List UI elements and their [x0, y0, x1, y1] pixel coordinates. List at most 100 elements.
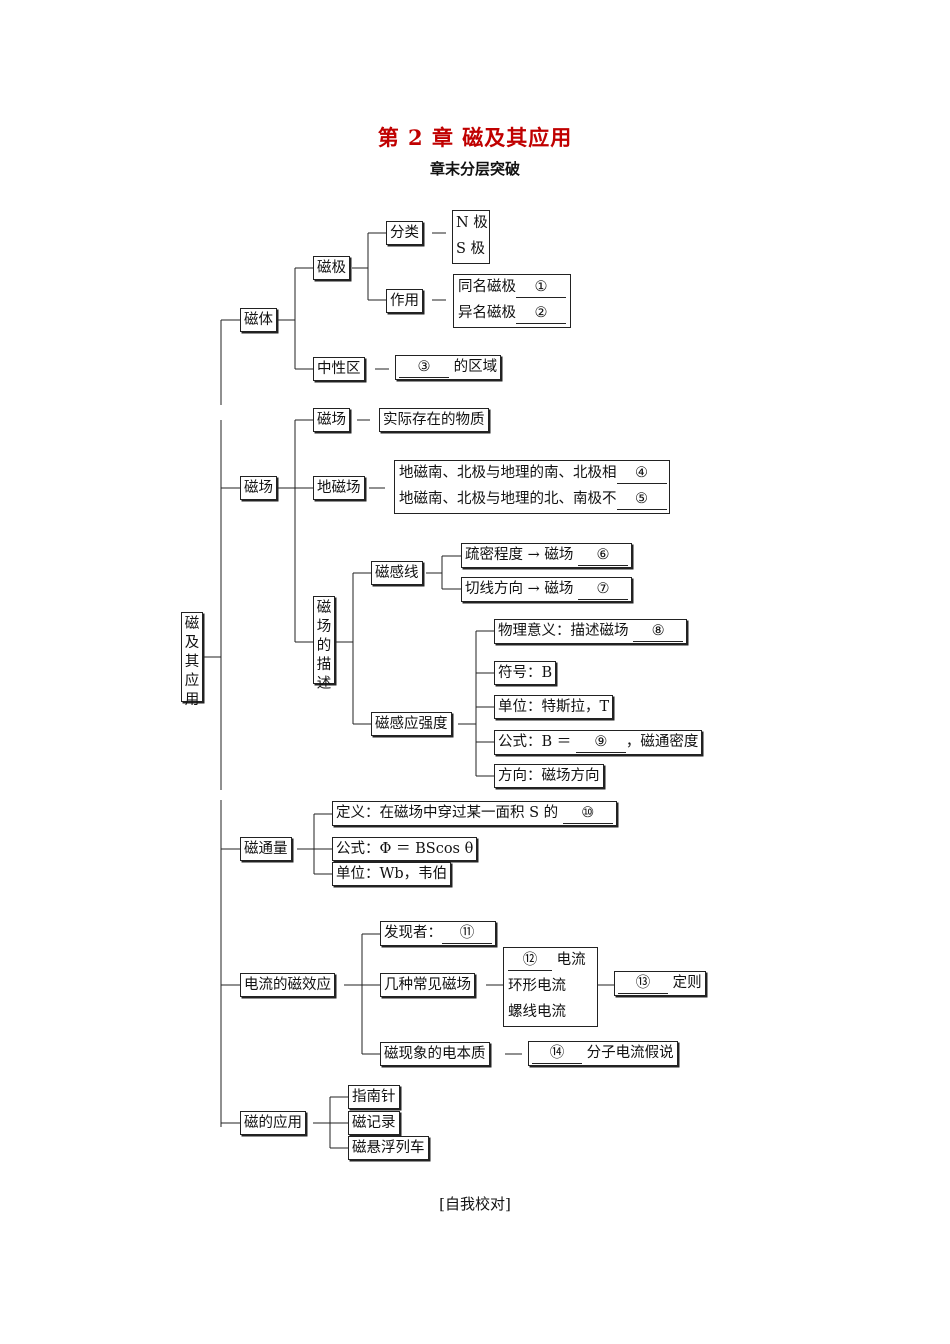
root-node: 磁及其应用: [181, 612, 203, 708]
action-node: 作用: [386, 289, 423, 313]
flux-definition-text: 定义：在磁场中穿过某一面积 S 的: [336, 805, 559, 821]
neutral-region-text: 的区域: [453, 359, 498, 375]
earth-field-label: 地磁场: [317, 480, 361, 496]
essence-label: 磁现象的电本质: [384, 1046, 486, 1062]
section-subtitle: 章末分层突破: [429, 160, 520, 178]
blank-4: ④: [616, 464, 667, 484]
flux-formula-box: 公式：Φ ＝ BScos θ: [332, 837, 478, 861]
blank-12: ⑫: [508, 951, 552, 971]
rule-text: 定则: [672, 975, 702, 991]
action-label: 作用: [390, 293, 419, 309]
flux-node: 磁通量: [240, 837, 292, 861]
blank-7: ⑦: [577, 580, 628, 600]
pole-types-box: N 极 S 极: [452, 210, 490, 264]
self-check-footer: [自我校对]: [439, 1195, 511, 1213]
direction-box: 方向：磁场方向: [494, 764, 604, 788]
field-lines-node: 磁感线: [371, 561, 423, 585]
chapter-title: 第 2 章 磁及其应用: [377, 125, 573, 150]
neutral-node: 中性区: [313, 357, 365, 381]
s-pole-text: S 极: [456, 241, 486, 257]
blank-10: ⑩: [562, 804, 613, 824]
current-effect-label: 电流的磁效应: [244, 977, 331, 993]
classify-node: 分类: [386, 221, 423, 245]
unit-box: 单位：特斯拉，T: [494, 695, 614, 719]
blank-6: ⑥: [577, 546, 628, 566]
blank-5: ⑤: [616, 490, 667, 510]
blank-8: ⑧: [633, 622, 684, 642]
real-matter-text: 实际存在的物质: [383, 412, 485, 428]
neutral-region-box: ③ 的区域: [395, 355, 502, 380]
same-poles-text: 同名磁极: [458, 279, 516, 295]
application-label: 磁的应用: [244, 1115, 302, 1131]
neutral-label: 中性区: [317, 361, 361, 377]
formula-prefix: 公式：B ＝: [498, 734, 572, 750]
meaning-text: 物理意义：描述磁场: [498, 623, 629, 639]
meaning-box: 物理意义：描述磁场 ⑧: [494, 619, 688, 644]
earth-text-2: 地磁南、北极与地理的北、南极不: [399, 491, 617, 507]
blank-14: ⑭: [532, 1044, 582, 1064]
blank-3: ③: [399, 358, 449, 378]
maglev-text: 磁悬浮列车: [352, 1140, 425, 1156]
magnet-node: 磁体: [240, 308, 277, 332]
field-lines-label: 磁感线: [375, 565, 419, 581]
symbol-box: 符号：B: [494, 661, 557, 685]
common-fields-label: 几种常见磁场: [384, 977, 471, 993]
common-fields-node: 几种常见磁场: [380, 973, 475, 997]
diff-poles-text: 异名磁极: [458, 305, 516, 321]
magnet-label: 磁体: [244, 312, 273, 328]
field-sub-label: 磁场: [317, 412, 346, 428]
blank-9: ⑨: [575, 733, 626, 753]
intensity-label: 磁感应强度: [375, 716, 448, 732]
n-pole-text: N 极: [456, 215, 488, 231]
straight-current-line: ⑫ 电流: [508, 948, 593, 974]
current-effect-node: 电流的磁效应: [240, 973, 335, 997]
field-description-label: 磁场的描述: [316, 600, 332, 692]
blank-1: ①: [516, 278, 566, 298]
application-node: 磁的应用: [240, 1111, 306, 1135]
essence-node: 磁现象的电本质: [380, 1042, 490, 1066]
flux-formula-text: 公式：Φ ＝ BScos θ: [336, 841, 474, 857]
root-label: 磁及其应用: [184, 616, 200, 708]
flux-label: 磁通量: [244, 841, 288, 857]
poles-node: 磁极: [313, 256, 350, 280]
direction-text: 方向：磁场方向: [498, 768, 600, 784]
flux-definition-box: 定义：在磁场中穿过某一面积 S 的 ⑩: [332, 801, 617, 826]
magnetic-recording-text: 磁记录: [352, 1115, 396, 1131]
field-label: 磁场: [244, 480, 273, 496]
real-matter-box: 实际存在的物质: [379, 408, 489, 432]
application-item: 磁悬浮列车: [348, 1136, 429, 1160]
application-item: 磁记录: [348, 1111, 400, 1135]
tangent-box: 切线方向 → 磁场 ⑦: [461, 577, 632, 602]
density-text: 疏密程度 → 磁场: [465, 547, 574, 563]
earth-field-node: 地磁场: [313, 476, 365, 500]
application-item: 指南针: [348, 1085, 400, 1109]
flux-unit-text: 单位：Wb，韦伯: [336, 866, 448, 882]
blank-13: ⑬: [618, 974, 668, 994]
essence-text: 分子电流假说: [586, 1045, 674, 1061]
discoverer-box: 发现者：⑪: [380, 921, 496, 946]
formula-box: 公式：B ＝ ⑨，磁通密度: [494, 730, 703, 755]
rule-box: ⑬ 定则: [614, 971, 706, 996]
formula-suffix: ，磁通密度: [625, 734, 699, 750]
straight-current-text: 电流: [556, 952, 586, 968]
field-sub-node: 磁场: [313, 408, 350, 432]
blank-2: ②: [516, 304, 566, 324]
blank-11: ⑪: [442, 924, 492, 944]
current-types-box: ⑫ 电流 环形电流 螺线电流: [503, 947, 598, 1027]
classify-label: 分类: [390, 225, 419, 241]
density-box: 疏密程度 → 磁场 ⑥: [461, 543, 632, 568]
field-node: 磁场: [240, 476, 277, 500]
solenoid-current-text: 螺线电流: [508, 1004, 566, 1020]
tangent-text: 切线方向 → 磁场: [465, 581, 574, 597]
ring-current-text: 环形电流: [508, 978, 566, 994]
essence-box: ⑭ 分子电流假说: [528, 1041, 678, 1066]
poles-label: 磁极: [317, 260, 346, 276]
unit-text: 单位：特斯拉，T: [498, 699, 610, 715]
